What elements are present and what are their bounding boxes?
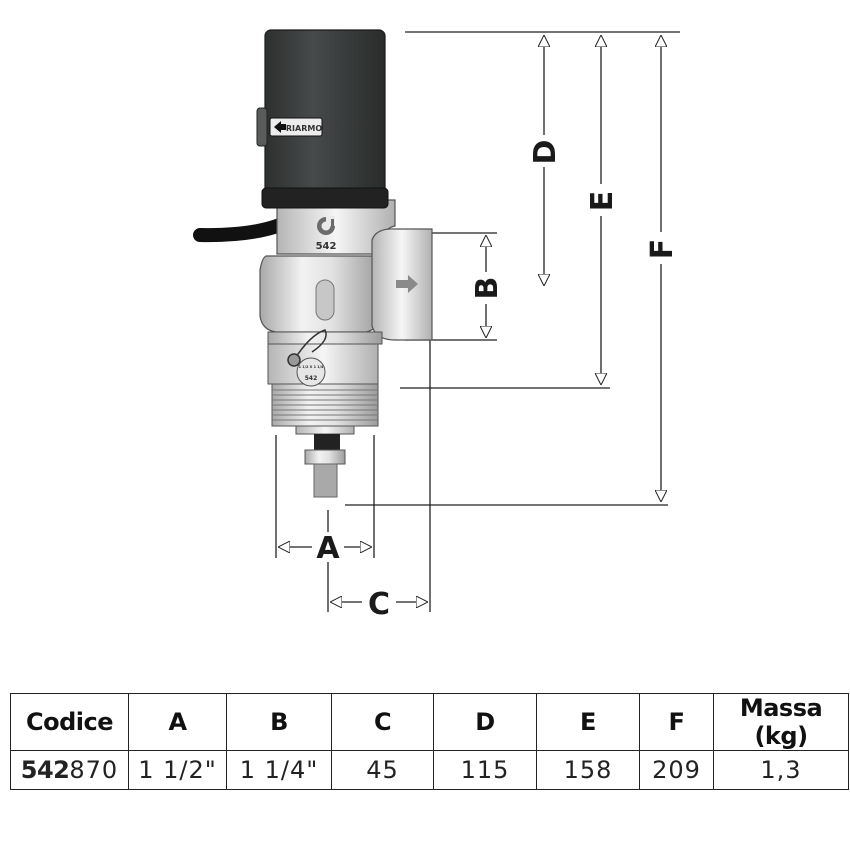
dimension-b: B (470, 236, 505, 337)
table-header-row: Codice A B C D E F Massa (kg) (10, 693, 849, 751)
dimension-d: D (528, 36, 563, 285)
brand-logo (317, 216, 335, 235)
cell-f: 209 (639, 750, 714, 790)
thread-bottom (295, 425, 355, 435)
label-e: E (585, 191, 620, 212)
sensor-collar (304, 449, 346, 465)
header-massa: Massa (kg) (713, 693, 849, 751)
arrow-left-icon (274, 121, 286, 133)
sensor-probe (313, 463, 338, 498)
label-b: B (470, 277, 505, 300)
valve-model-label: 542 (316, 241, 337, 252)
riarmo-label: RIARMO (286, 124, 322, 133)
seal-tag: 1 1/2 X 1 1/4 542 (296, 357, 326, 387)
header-b: B (226, 693, 332, 751)
thread (271, 383, 379, 427)
valve-dimension-drawing: D E F B A C RIARMO (193, 29, 680, 622)
seal-tag-small-text: 1 1/2 X 1 1/4 (299, 365, 324, 369)
header-c: C (331, 693, 434, 751)
seal-wire (287, 329, 327, 367)
sensor-hex (314, 434, 340, 450)
label-d: D (528, 140, 563, 165)
cell-d: 115 (433, 750, 537, 790)
actuator-head: RIARMO (256, 29, 389, 209)
label-c: C (368, 587, 390, 622)
label-a: A (316, 531, 340, 566)
seal-tag-label: 542 (305, 375, 318, 382)
header-codice: Codice (10, 693, 129, 751)
dimension-e: E (585, 36, 620, 384)
flow-arrow-icon (396, 275, 418, 293)
side-outlet (371, 228, 433, 341)
dimension-a: A (279, 531, 371, 566)
cable (193, 218, 287, 243)
label-f: F (645, 239, 680, 260)
spec-table: Codice A B C D E F Massa (kg) 542870 1 1… (10, 693, 849, 790)
header-a: A (128, 693, 227, 751)
header-f: F (639, 693, 714, 751)
cell-c: 45 (331, 750, 434, 790)
cell-massa: 1,3 (713, 750, 849, 790)
cell-b: 1 1/4" (226, 750, 332, 790)
valve-slot (315, 279, 335, 321)
code-prefix: 542 (20, 756, 70, 784)
table-row: 542870 1 1/2" 1 1/4" 45 115 158 209 1,3 (10, 750, 849, 790)
dimension-f: F (645, 36, 680, 501)
dimension-c: C (331, 587, 427, 622)
cell-a: 1 1/2" (128, 750, 227, 790)
cell-codice: 542870 (10, 750, 129, 790)
header-d: D (433, 693, 537, 751)
code-suffix: 870 (69, 756, 119, 784)
header-e: E (536, 693, 640, 751)
cell-e: 158 (536, 750, 640, 790)
